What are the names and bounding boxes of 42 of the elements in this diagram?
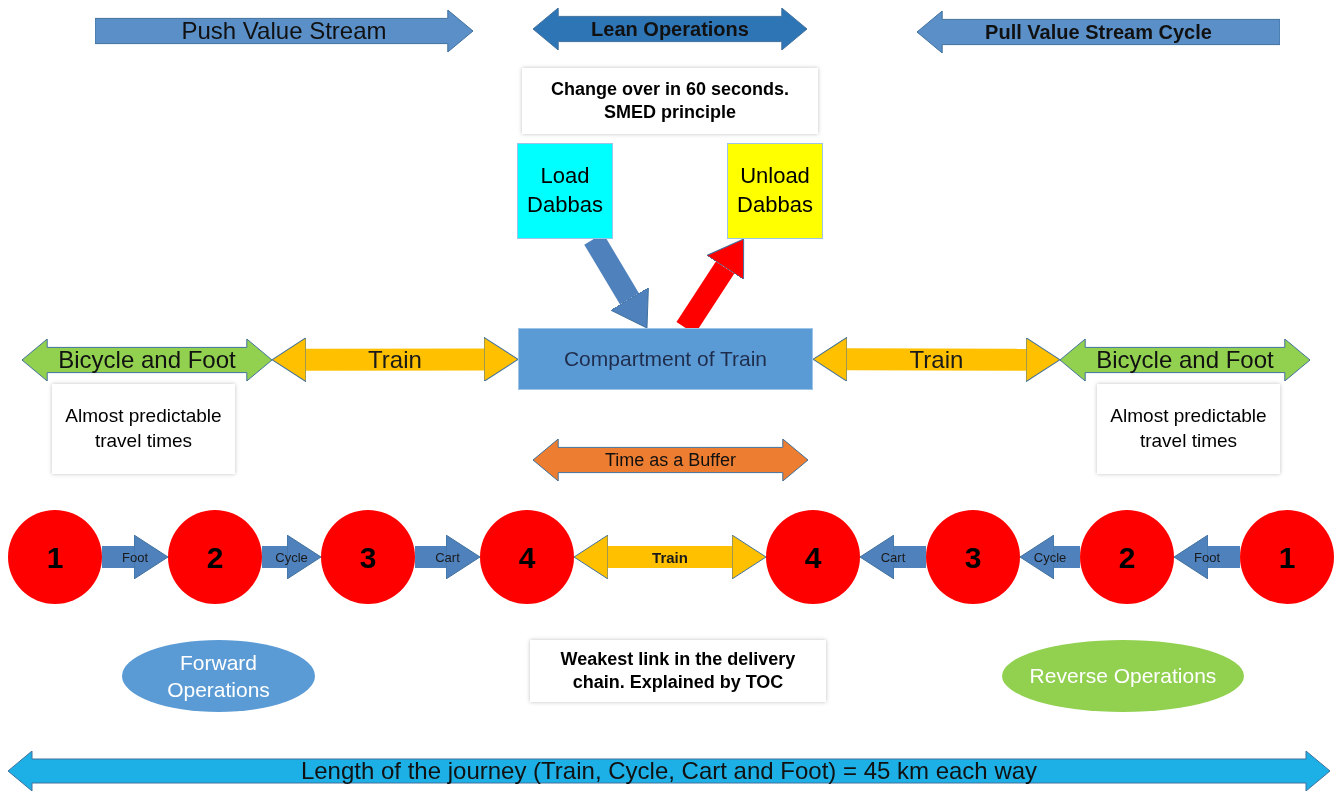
arrow <box>262 534 322 580</box>
note-box: Weakest link in the delivery chain. Explained by TOC <box>530 640 826 702</box>
arrow <box>1019 534 1080 580</box>
arrow <box>102 534 169 580</box>
numbered-circle: 3 <box>926 510 1020 604</box>
edge-label: Foot <box>1194 549 1220 565</box>
numbered-circle: 4 <box>766 510 860 604</box>
block-arrow-label: Pull Value Stream Cycle <box>917 11 1280 53</box>
arrow <box>415 534 481 580</box>
edge-label: Cycle <box>1033 549 1067 565</box>
double-arrow <box>812 336 1061 383</box>
numbered-circle: 1 <box>8 510 102 604</box>
numbered-circle: 1 <box>1240 510 1334 604</box>
numbered-circle: 2 <box>168 510 262 604</box>
ellipse-label: Forward Operations <box>122 640 315 712</box>
double-arrow <box>271 336 519 383</box>
block-arrow-label: Bicycle and Foot <box>22 339 272 381</box>
note-box: Almost predictable travel times <box>52 384 235 474</box>
block-arrow-label: Time as a Buffer <box>533 439 808 481</box>
ellipse-label: Reverse Operations <box>1002 640 1244 712</box>
edge-label: Train <box>909 345 964 374</box>
note-box: Change over in 60 seconds. SMED principle <box>522 68 818 134</box>
process-box: Load Dabbas <box>517 143 613 239</box>
process-box: Compartment of Train <box>518 328 813 390</box>
numbered-circle: 3 <box>321 510 415 604</box>
double-arrow <box>573 534 767 580</box>
edge-label: Foot <box>122 549 148 565</box>
block-arrow-label: Bicycle and Foot <box>1060 339 1310 381</box>
arrow <box>859 534 926 580</box>
block-arrow-label: Push Value Stream <box>95 10 473 52</box>
arrow <box>1173 534 1240 580</box>
block-arrow-label: Length of the journey (Train, Cycle, Cart and Foot) = 45 km each way <box>8 751 1330 791</box>
block-arrow-label: Lean Operations <box>533 8 807 50</box>
process-box: Unload Dabbas <box>727 143 823 239</box>
edge-label: Train <box>368 345 422 374</box>
edge-label: Cart <box>435 549 460 565</box>
numbered-circle: 4 <box>480 510 574 604</box>
edge-label: Train <box>652 548 688 566</box>
edge-label: Cart <box>880 549 906 565</box>
numbered-circle: 2 <box>1080 510 1174 604</box>
edge-label: Cycle <box>275 549 308 565</box>
note-box: Almost predictable travel times <box>1097 384 1280 474</box>
